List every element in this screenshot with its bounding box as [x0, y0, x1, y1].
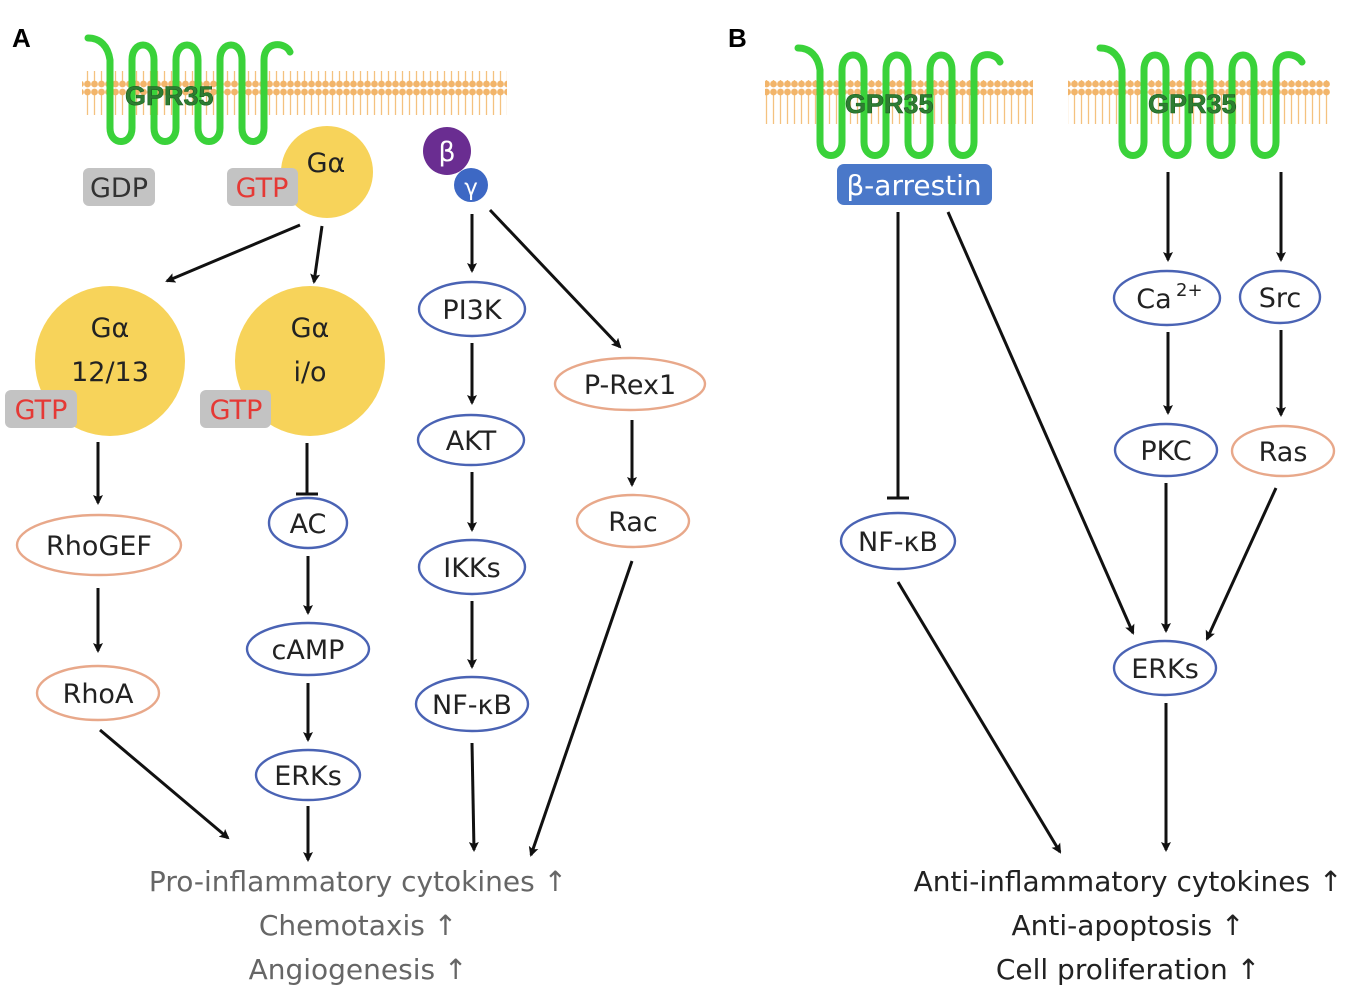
node-erks-a	[254, 748, 362, 802]
gpr35-receptor-a	[84, 34, 294, 145]
gamma-label: γ	[464, 175, 478, 201]
gpr35-receptor-b1	[794, 44, 1004, 159]
g-alpha-subunit	[281, 126, 373, 218]
gpr35-label-b1: GPR35	[845, 89, 934, 119]
gpr35-label-a: GPR35	[125, 81, 214, 111]
gdp-label: GDP	[90, 173, 148, 204]
node-src	[1238, 269, 1322, 325]
gtp-box-gio	[200, 390, 271, 428]
arrow-rac-to-outcomes	[528, 560, 634, 857]
node-prex1-label: P-Rex1	[584, 370, 676, 401]
gtp-label-top: GTP	[236, 173, 289, 204]
node-akt-label: AKT	[446, 426, 497, 457]
outcome-a-3: Angiogenesis ↑	[249, 953, 468, 986]
g-alpha-i-o-line1: Gα	[291, 313, 330, 344]
node-ac	[267, 496, 349, 550]
arrow-arrestin-to-erks	[946, 211, 1135, 635]
outcome-a-1: Pro-inflammatory cytokines ↑	[149, 865, 567, 898]
node-ac-label: AC	[290, 509, 327, 540]
inhibit-gio-to-ac	[296, 443, 318, 496]
g-alpha-12-13-line2: 12/13	[71, 357, 149, 388]
node-rhoa	[35, 664, 161, 722]
arrow-rhoa-to-outcomes	[99, 728, 230, 840]
beta-subunit	[423, 127, 471, 175]
g-alpha-i-o-line2: i/o	[293, 357, 326, 388]
g-alpha-label: Gα	[307, 148, 346, 179]
node-prex1	[553, 356, 707, 412]
node-rhogef-label: RhoGEF	[46, 531, 152, 562]
outcome-b-2: Anti-apoptosis ↑	[1011, 909, 1244, 942]
cell-membrane-b2	[1068, 76, 1330, 128]
node-camp-label: cAMP	[272, 635, 345, 666]
gtp-box-g1213	[5, 390, 77, 428]
node-rhoa-label: RhoA	[63, 679, 134, 710]
node-nfkb-b	[839, 511, 957, 571]
panel-b-label: B	[728, 23, 747, 53]
gpr35-label-b2: GPR35	[1148, 89, 1237, 119]
node-src-label: Src	[1259, 283, 1302, 314]
node-rac-label: Rac	[608, 507, 658, 538]
cell-membrane-b1	[765, 76, 1033, 128]
node-ca-superscript: 2+	[1176, 280, 1203, 301]
panel-a-label: A	[12, 23, 31, 53]
beta-arrestin-label: β-arrestin	[846, 169, 981, 202]
outcome-b-3: Cell proliferation ↑	[996, 953, 1260, 986]
node-ras-label: Ras	[1259, 437, 1308, 468]
arrow-galpha-to-gio	[310, 225, 324, 284]
beta-arrestin-box	[837, 164, 992, 205]
node-akt	[416, 413, 526, 467]
node-ca	[1112, 269, 1222, 327]
gtp-box-top	[227, 168, 298, 206]
node-ras	[1230, 424, 1336, 478]
arrow-nfkb-to-outcomes	[468, 742, 479, 852]
g-alpha-12-13-line1: Gα	[91, 313, 130, 344]
node-ca-base: Ca	[1136, 284, 1171, 315]
node-pi3k-label: PI3K	[442, 295, 502, 326]
node-ca-label: Ca	[1136, 284, 1171, 315]
node-erks-b	[1112, 639, 1218, 697]
node-nfkb-a-label: NF-κB	[432, 690, 512, 721]
node-pkc-label: PKC	[1140, 436, 1191, 467]
node-rac	[575, 493, 691, 549]
node-ikks-label: IKKs	[443, 553, 500, 584]
arrow-gamma-to-prex1	[488, 208, 622, 349]
arrow-ras-to-erks	[1205, 487, 1278, 641]
g-alpha-i-o	[235, 286, 385, 436]
gtp-label-g1213: GTP	[15, 395, 68, 426]
beta-label: β	[438, 137, 455, 168]
inhibit-arrestin-to-nfkb	[887, 212, 909, 500]
gtp-label-gio: GTP	[210, 395, 263, 426]
node-ikks	[417, 538, 527, 596]
node-rhogef	[15, 513, 183, 577]
node-nfkb-a	[414, 675, 530, 733]
outcome-a-2: Chemotaxis ↑	[259, 909, 457, 942]
node-erks-a-label: ERKs	[274, 761, 342, 792]
node-camp	[245, 621, 371, 677]
node-pi3k	[417, 280, 527, 338]
arrow-nfkb-b-to-outcomes	[896, 581, 1062, 854]
node-erks-b-label: ERKs	[1131, 654, 1199, 685]
gpr35-receptor-b2	[1096, 44, 1306, 159]
gamma-subunit	[454, 168, 488, 202]
node-nfkb-b-label: NF-κB	[858, 527, 938, 558]
node-pkc	[1113, 422, 1219, 478]
outcome-b-1: Anti-inflammatory cytokines ↑	[914, 865, 1343, 898]
gdp-box	[83, 168, 155, 206]
arrow-galpha-to-g1213	[165, 223, 301, 283]
